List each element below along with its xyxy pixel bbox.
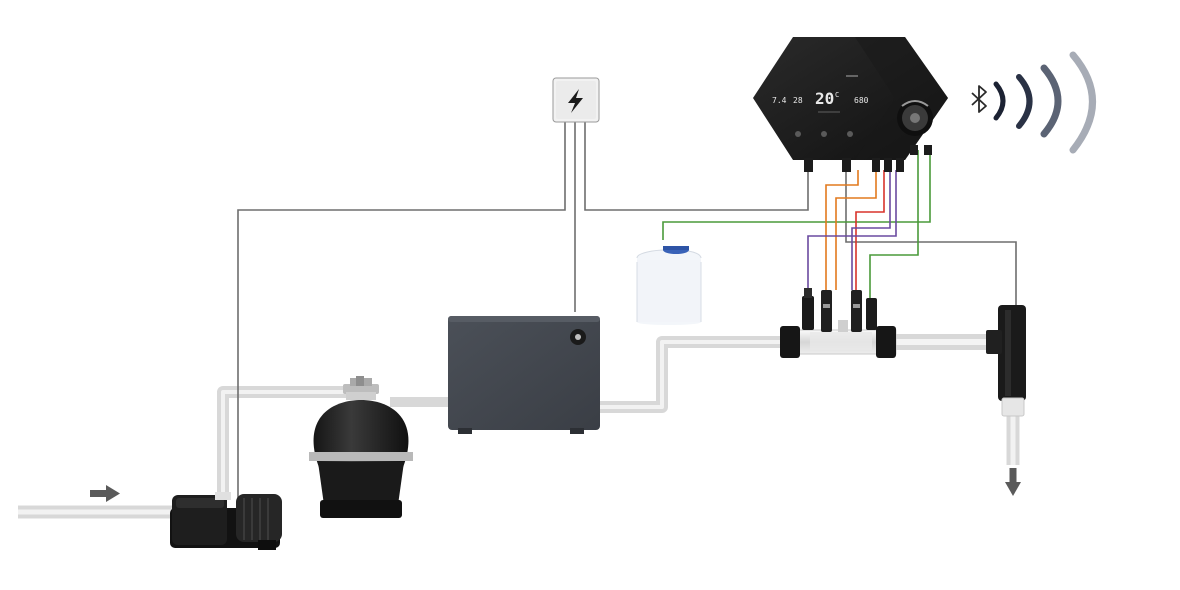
probe-1 (802, 288, 814, 330)
probe-manifold (780, 288, 897, 358)
cable-green-manifold (869, 150, 919, 298)
probe-2 (821, 290, 832, 332)
power-cables (237, 122, 1017, 505)
cable-orange-2 (835, 170, 877, 290)
power-supply-box (552, 77, 600, 123)
probe-5 (866, 298, 877, 330)
uv-clarifier (986, 305, 1026, 417)
sand-filter (309, 376, 413, 518)
reading-orp: 680 (854, 96, 869, 105)
pipe-network (18, 334, 1020, 519)
reading-temperature-unit: C (835, 91, 839, 99)
wireless-signal-icon (993, 51, 1096, 154)
controller-button-2[interactable] (821, 131, 827, 137)
flow-arrow-in-icon (90, 485, 120, 502)
reading-small: 28 (793, 96, 803, 105)
peristaltic-pump (897, 100, 933, 136)
controller-button-1[interactable] (795, 131, 801, 137)
probe-3 (838, 320, 848, 332)
cable-red (855, 170, 885, 290)
heatpump-to-manifold-pipe (598, 336, 786, 413)
smart-controller: 7.4 28 20 C 680 (753, 37, 948, 172)
cable-power-to-pump (237, 122, 566, 505)
heat-pump (448, 316, 600, 434)
cable-power-to-controller (584, 122, 809, 211)
lightning-bolt-icon (568, 89, 583, 113)
reading-temperature: 20 (815, 89, 834, 108)
controller-display: 7.4 28 20 C 680 (772, 75, 869, 113)
bluetooth-icon (971, 85, 987, 113)
controller-button-3[interactable] (847, 131, 853, 137)
cable-orange-1 (825, 170, 859, 290)
pool-pump (170, 492, 282, 550)
cable-green-tank (662, 150, 931, 240)
cable-controller-to-uv (845, 170, 1017, 305)
flow-arrow-out-icon (1005, 468, 1021, 496)
reading-ph: 7.4 (772, 96, 787, 105)
chemical-tank (636, 246, 702, 325)
probe-4 (851, 290, 862, 332)
cable-purple-2 (851, 170, 891, 290)
sensor-cables (662, 150, 931, 298)
